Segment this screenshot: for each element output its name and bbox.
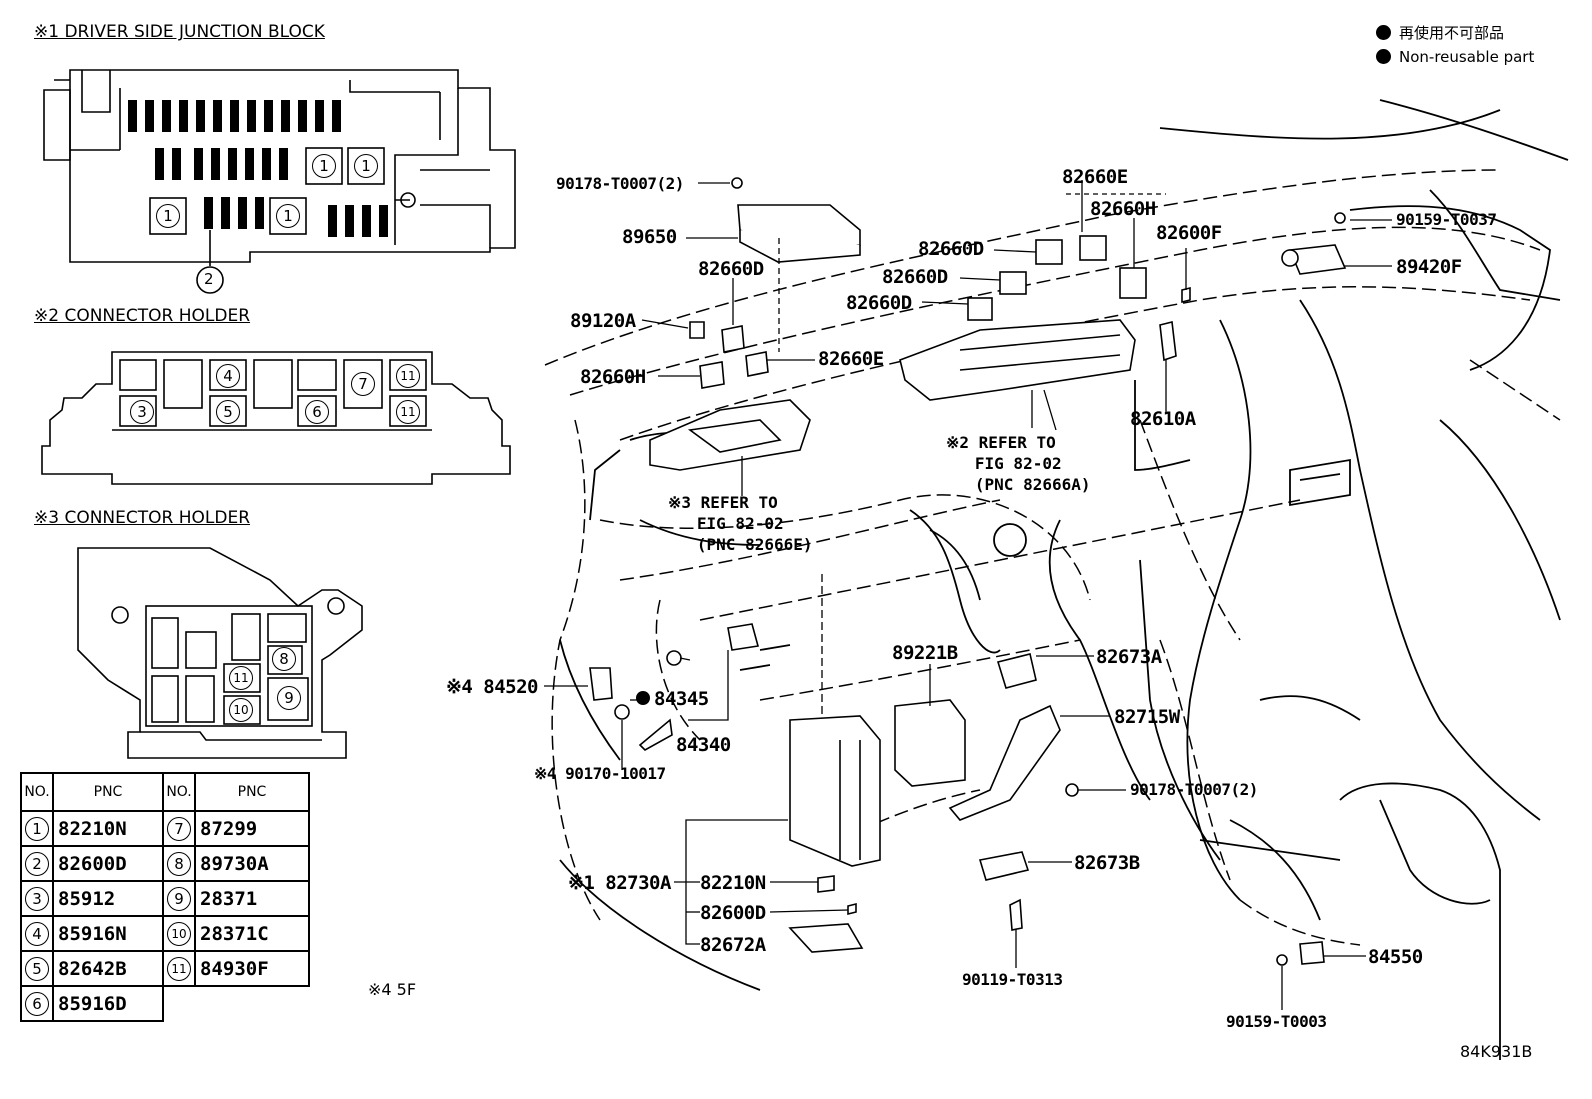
section-title-junction-block: ※1 DRIVER SIDE JUNCTION BLOCK [34,22,325,42]
sensor-89420F [1288,244,1347,275]
section-title-connector-holder-2: ※2 CONNECTOR HOLDER [34,306,251,326]
table-row: 4 85916N 10 28371C [20,915,310,952]
table-row: 1 82210N 7 87299 [20,810,310,847]
part-label: 89221B [892,642,958,664]
holder2-marker: 7 [351,372,375,396]
part-label: 90178-T0007(2) [556,174,684,193]
part-label: 84550 [1368,946,1423,968]
part-label: 90119-T0313 [962,970,1063,989]
part-label: 82660H [1090,198,1156,220]
connector-holder-2-outline [41,351,511,485]
connector-holder-3-outline [77,547,363,759]
figure-id: 84K931B [1460,1042,1533,1061]
ecu-89221B [894,699,966,787]
pnc-table: NO. PNC NO. PNC 1 82210N 7 87299 2 82600… [20,772,310,1022]
part-label: 82660D [698,258,764,280]
part-label: 82660D [918,238,984,260]
part-label: 89120A [570,310,636,332]
junction-block-fuses [128,100,388,237]
bolt-90119 [1009,898,1023,931]
switch-84340 [727,623,760,651]
junction-block-82730A [789,715,881,867]
bracket-84520 [589,667,613,701]
part-label: ※1 82730A [568,872,671,894]
holder3-marker: 11 [229,666,253,690]
table-row: 6 85916D [20,985,309,1022]
part-label: 82673A [1096,646,1162,668]
note-4: ※4 5F [368,980,417,999]
part-label: 82660D [882,266,948,288]
table-header: NO. [20,772,54,812]
legend-en: Non-reusable part [1376,48,1534,66]
holder2-marker: 11 [396,400,420,424]
part-label: 84340 [676,734,731,756]
table-row: 2 82600D 8 89730A [20,845,310,882]
part-label: 90159-T0003 [1226,1012,1327,1031]
part-label: 82600F [1156,222,1222,244]
bracket-82673A [996,653,1037,689]
part-label: 82660D [846,292,912,314]
holder2-marker: 3 [130,400,154,424]
table-row: 3 85912 9 28371 [20,880,310,917]
part-label: 82660H [580,366,646,388]
legend-jp: 再使用不可部品 [1376,22,1504,43]
part-label: 82673B [1074,852,1140,874]
cover-82672A [788,923,864,953]
part-label: 89650 [622,226,677,248]
part-label: 90159-T0037 [1396,210,1497,229]
fuse-marker-1: 1 [354,154,378,178]
part-label: 82610A [1130,408,1196,430]
part-label: 82600D [700,902,766,924]
part-label: 82715W [1114,706,1180,728]
holder3-marker: 9 [277,686,301,710]
table-header: PNC [52,772,164,812]
fuse-marker-1: 1 [276,204,300,228]
holder2-marker: 4 [216,364,240,388]
part-label: ※4 84520 [446,676,539,698]
part-label: ※4 90170-10017 [534,764,666,783]
brace-82715W [948,704,1061,821]
table-header: NO. [162,772,196,812]
holder3-marker: 8 [272,647,296,671]
part-label: 84345 [654,688,709,710]
holder3-marker: 10 [229,698,253,722]
part-label: 82660E [818,348,884,370]
clip-89120A [689,321,705,339]
reference-note-2: ※2 REFER TO FIG 82-02 (PNC 82666A) [946,433,1091,494]
non-reusable-dot-icon [1376,49,1391,64]
part-label: 82660E [1062,166,1128,188]
fuse-marker-1: 1 [156,204,180,228]
holder2-marker: 11 [396,364,420,388]
bracket-82610A [1159,321,1177,362]
reference-note-3: ※3 REFER TO FIG 82-02 (PNC 82666E) [668,493,813,554]
fuse-marker-1: 1 [312,154,336,178]
holder2-marker: 5 [216,400,240,424]
sensor-84550 [1299,941,1325,965]
holder2-marker: 6 [305,400,329,424]
table-row: 5 82642B 11 84930F [20,950,310,987]
connector-block-main [899,319,1136,401]
part-label: 82672A [700,934,766,956]
part-label: 90178-T0007(2) [1130,780,1258,799]
non-reusable-dot-icon [1376,25,1391,40]
part-label: 82210N [700,872,766,894]
table-header: PNC [194,772,310,812]
part-label: 89420F [1396,256,1462,278]
section-title-connector-holder-3: ※3 CONNECTOR HOLDER [34,508,251,528]
fuse-marker-2: 2 [204,270,214,288]
bracket-82673B [978,851,1030,881]
non-reusable-dot-icon [636,691,650,705]
